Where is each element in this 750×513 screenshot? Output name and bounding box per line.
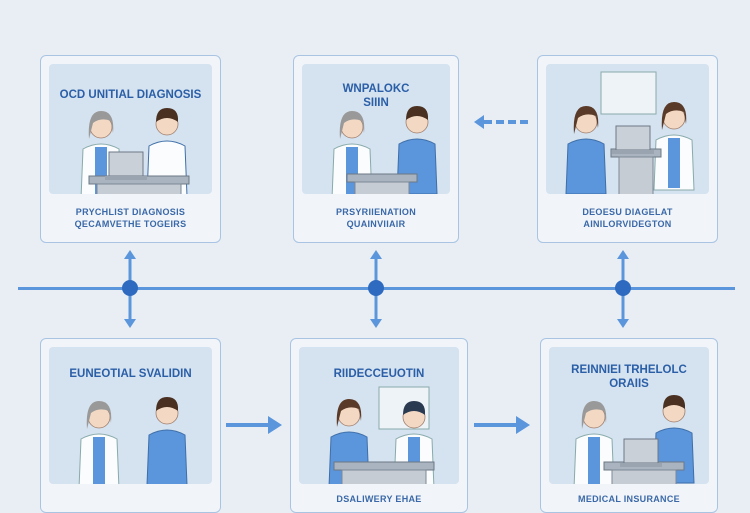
card-treatment-plans: REINNIEI TRHELOLC ORAIIS MEDICAL INSURAN… xyxy=(540,338,718,513)
patient-figure xyxy=(146,397,188,484)
doctor-figure xyxy=(653,102,695,191)
arrow-right-icon xyxy=(474,416,530,434)
card-initial-diagnosis: OCD UNITIAL DIAGNOSIS PRYCHLIST DIAGNOSI… xyxy=(40,55,221,243)
card-title: RIIDECCEUOTIN xyxy=(333,368,425,380)
illustration-panel: RIIDECCEUOTIN xyxy=(299,347,459,484)
card-assessment: DEOESU DIAGELAT AINILORVIDEGTON xyxy=(537,55,718,243)
illustration-panel: REINNIEI TRHELOLC ORAIIS xyxy=(549,347,709,484)
caption-line: QUAINVIIAIR xyxy=(346,219,406,229)
card-emotional-evaluation: EUNEOTIAL SVALIDIN xyxy=(40,338,221,513)
scene-illustration xyxy=(328,386,435,484)
laptop xyxy=(620,438,662,467)
card-consultation: WNPALOKC SIIIN PRSYRIIENATION QUAINVIIAI… xyxy=(293,55,459,243)
timeline-node xyxy=(122,280,138,296)
title-line: REINNIEI TRHELOLC xyxy=(571,364,687,376)
laptop xyxy=(612,125,654,154)
illustration-panel: EUNEOTIAL SVALIDIN xyxy=(49,347,212,484)
caption-line: PRSYRIIENATION xyxy=(335,207,417,217)
arrow-right-icon xyxy=(226,416,282,434)
scene-illustration xyxy=(565,71,695,194)
doctor-figure xyxy=(78,401,120,484)
title-line: ORAIIS xyxy=(609,378,649,390)
card-caption: MEDICAL INSURANCE xyxy=(578,494,680,504)
doctor-figure xyxy=(573,401,615,484)
title-line: WNPALOKC xyxy=(342,83,410,95)
timeline-node xyxy=(615,280,631,296)
caption-line: QECAMVETHE TOGEIRS xyxy=(74,219,187,229)
desk xyxy=(346,173,418,194)
timeline-node xyxy=(368,280,384,296)
card-title: WNPALOKC SIIIN xyxy=(302,82,450,110)
title-line: SIIIN xyxy=(363,97,389,109)
card-caption: DSALIWERY EHAE xyxy=(336,494,422,504)
illustration-panel: OCD UNITIAL DIAGNOSIS xyxy=(49,64,212,194)
card-title: REINNIEI TRHELOLC ORAIIS xyxy=(549,363,709,391)
card-caption: PRYCHLIST DIAGNOSIS QECAMVETHE TOGEIRS xyxy=(41,206,220,230)
scene-illustration xyxy=(573,395,695,484)
caption-line: AINILORVIDEGTON xyxy=(583,219,672,229)
scene-illustration xyxy=(78,397,188,484)
laptop xyxy=(105,151,147,180)
caption-line: DEOESU DIAGELAT xyxy=(582,207,673,217)
patient-figure xyxy=(653,395,695,484)
desk xyxy=(333,461,435,484)
card-title: OCD UNITIAL DIAGNOSIS xyxy=(59,89,202,101)
dashed-arrow-left-icon xyxy=(474,115,528,129)
illustration-panel: WNPALOKC SIIIN xyxy=(302,64,450,194)
illustration-panel xyxy=(546,64,709,194)
caption-line: PRYCHLIST DIAGNOSIS xyxy=(75,207,186,217)
scene-illustration xyxy=(331,106,438,194)
desk xyxy=(610,148,662,194)
scene-illustration xyxy=(80,108,190,194)
patient-figure xyxy=(565,106,607,194)
card-caption: DEOESU DIAGELAT AINILORVIDEGTON xyxy=(538,206,717,230)
card-title: EUNEOTIAL SVALIDIN xyxy=(69,368,192,380)
card-caption: PRSYRIIENATION QUAINVIIAIR xyxy=(294,206,458,230)
card-reduction: RIIDECCEUOTIN DSALIWERY EHAE xyxy=(290,338,468,513)
